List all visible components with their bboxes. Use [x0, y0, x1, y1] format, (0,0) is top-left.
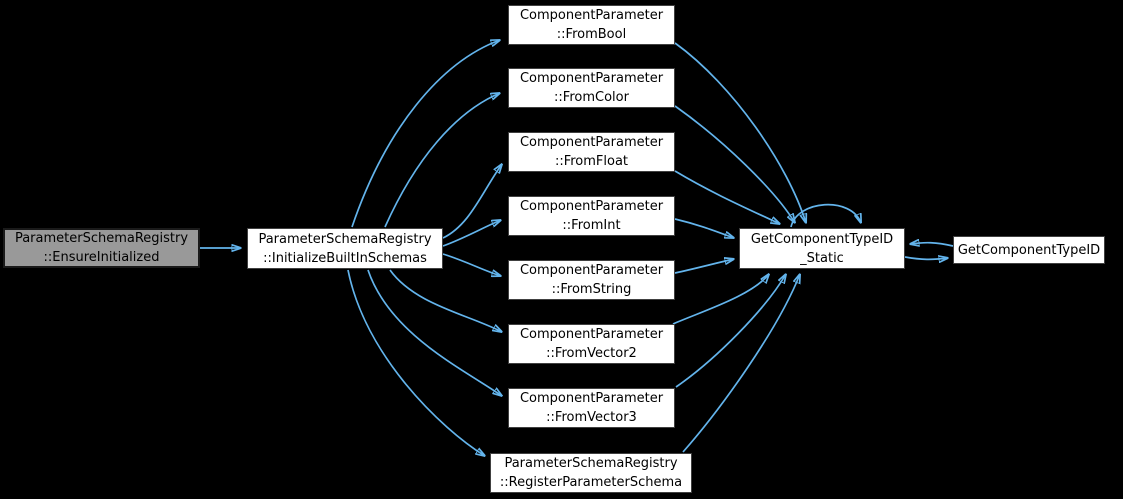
node-register-parameter-schema[interactable]: ParameterSchemaRegistry ::RegisterParame…	[490, 453, 692, 493]
node-get-component-type-id-static[interactable]: GetComponentTypeID _Static	[739, 228, 905, 269]
edge-from-float-to-static	[674, 170, 780, 224]
node-get-component-type-id[interactable]: GetComponentTypeID	[953, 236, 1105, 264]
node-label: ComponentParameter ::FromVector3	[519, 391, 664, 425]
node-initialize-builtin-schemas[interactable]: ParameterSchemaRegistry ::InitializeBuil…	[247, 228, 443, 269]
edge-init-to-from-vector3	[367, 269, 502, 396]
node-from-float[interactable]: ComponentParameter ::FromFloat	[508, 132, 675, 172]
edge-init-to-register	[347, 269, 485, 456]
edge-from-int-to-static	[674, 218, 734, 238]
edge-from-vector2-to-static	[672, 274, 769, 325]
node-from-vector2[interactable]: ComponentParameter ::FromVector2	[508, 324, 675, 364]
edge-init-to-from-float	[442, 164, 502, 239]
edge-from-color-to-static	[674, 105, 795, 223]
node-label: ComponentParameter ::FromInt	[519, 199, 664, 233]
node-from-color[interactable]: ComponentParameter ::FromColor	[508, 68, 675, 108]
node-ensure-initialized[interactable]: ParameterSchemaRegistry ::EnsureInitiali…	[3, 228, 200, 268]
edge-init-to-from-color	[384, 93, 500, 228]
node-from-int[interactable]: ComponentParameter ::FromInt	[508, 196, 675, 236]
node-label: GetComponentTypeID _Static	[750, 231, 894, 266]
edge-init-to-from-vector2	[389, 269, 502, 332]
edge-register-to-static	[682, 274, 800, 453]
node-label: ParameterSchemaRegistry ::InitializeBuil…	[258, 231, 432, 266]
edge-init-to-from-int	[442, 220, 501, 247]
node-from-bool[interactable]: ComponentParameter ::FromBool	[508, 5, 675, 45]
node-label: ComponentParameter ::FromVector2	[519, 327, 664, 361]
node-label: ParameterSchemaRegistry ::EnsureInitiali…	[14, 231, 189, 265]
node-label: ParameterSchemaRegistry ::RegisterParame…	[499, 456, 683, 490]
node-label: ComponentParameter ::FromFloat	[519, 135, 664, 169]
edge-init-to-from-string	[442, 253, 501, 276]
edge-static-to-gctid	[904, 257, 948, 259]
node-from-string[interactable]: ComponentParameter ::FromString	[508, 260, 675, 300]
node-label: ComponentParameter ::FromString	[519, 263, 664, 297]
node-label: ComponentParameter ::FromBool	[519, 8, 664, 42]
edge-init-to-from-bool	[351, 40, 500, 228]
edge-from-vector3-to-static	[675, 274, 786, 388]
edge-from-bool-to-static	[674, 42, 806, 223]
edge-from-string-to-static	[674, 259, 734, 274]
node-label: ComponentParameter ::FromColor	[519, 71, 664, 105]
node-label: GetComponentTypeID	[957, 242, 1101, 258]
node-from-vector3[interactable]: ComponentParameter ::FromVector3	[508, 388, 675, 428]
edge-gctid-to-static	[910, 243, 954, 246]
edge-static-self-loop	[790, 203, 861, 228]
